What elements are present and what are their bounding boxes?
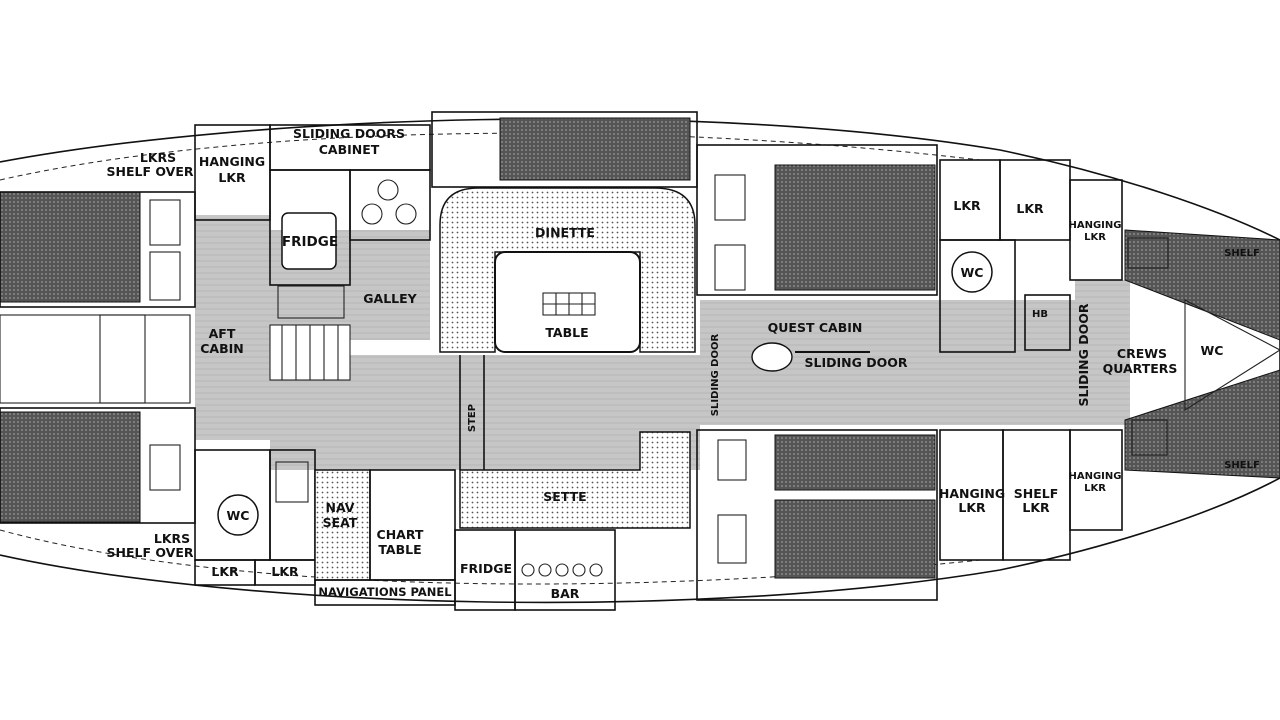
hb-label: HB bbox=[1032, 309, 1048, 320]
svg-text:HANGING: HANGING bbox=[1069, 220, 1122, 231]
guest-bunk-top bbox=[774, 164, 936, 291]
svg-text:LKR: LKR bbox=[1022, 500, 1050, 515]
wc-fwd-label: WC bbox=[961, 265, 984, 280]
shelf-top-label: SHELF bbox=[1224, 248, 1260, 259]
chart-table-line2: TABLE bbox=[378, 542, 421, 557]
top-bunk-dark bbox=[499, 117, 691, 181]
svg-text:LKR: LKR bbox=[958, 500, 986, 515]
sliding-door-guest-label: SLIDING DOOR bbox=[710, 334, 721, 417]
sliding-door-horizontal-label: SLIDING DOOR bbox=[805, 355, 908, 370]
svg-text:LKRS: LKRS bbox=[140, 150, 176, 165]
table-label: TABLE bbox=[545, 325, 588, 340]
shelf-bottom-label: SHELF bbox=[1224, 460, 1260, 471]
svg-text:QUARTERS: QUARTERS bbox=[1103, 361, 1178, 376]
svg-text:LKR: LKR bbox=[218, 170, 246, 185]
wc-bow-label: WC bbox=[1201, 343, 1224, 358]
guest-bunk-bottom-2 bbox=[774, 499, 936, 579]
svg-text:SHELF: SHELF bbox=[1014, 486, 1059, 501]
fridge-bar-label: FRIDGE bbox=[460, 561, 512, 576]
hanging-lkr-fwd-top-line2: LKR bbox=[1084, 232, 1106, 243]
svg-text:SHELF OVER: SHELF OVER bbox=[107, 164, 194, 179]
aft-bunk-starboard bbox=[0, 411, 141, 523]
sink-icon bbox=[277, 285, 345, 319]
navigations-panel-label: NAVIGATIONS PANEL bbox=[318, 585, 452, 599]
aft-cabin-floor bbox=[195, 215, 270, 440]
fwd-corridor-floor bbox=[940, 300, 1075, 425]
hanging-lkr-fwd-top-line1: HANGING bbox=[1069, 220, 1122, 231]
lkr-fwd-2-label: LKR bbox=[1016, 201, 1044, 216]
svg-text:HANGING: HANGING bbox=[199, 154, 265, 169]
svg-text:CABINET: CABINET bbox=[319, 142, 380, 157]
bar-label: BAR bbox=[551, 586, 580, 601]
hanging-lkr-aft-line2: LKR bbox=[218, 170, 246, 185]
fridge-box bbox=[281, 212, 337, 270]
lkrs-shelf-over-top-line1: LKRS bbox=[140, 150, 176, 165]
nav-seat-line2: SEAT bbox=[323, 515, 358, 530]
crews-quarters-line2: QUARTERS bbox=[1103, 361, 1178, 376]
sliding-doors-cabinet-line2: CABINET bbox=[319, 142, 380, 157]
svg-text:CABIN: CABIN bbox=[200, 341, 244, 356]
svg-text:HANGING: HANGING bbox=[939, 486, 1005, 501]
lkr-bottom-1-label: LKR bbox=[211, 564, 239, 579]
hanging-lkr-mid-bottom-line1: HANGING bbox=[939, 486, 1005, 501]
svg-text:SHELF OVER: SHELF OVER bbox=[107, 545, 194, 560]
guest-cabin-label: QUEST CABIN bbox=[768, 320, 863, 335]
svg-text:LKR: LKR bbox=[1084, 483, 1106, 494]
svg-text:SLIDING DOORS: SLIDING DOORS bbox=[293, 126, 405, 141]
lkrs-shelf-over-bottom-line2: SHELF OVER bbox=[107, 545, 194, 560]
svg-text:LKRS: LKRS bbox=[154, 531, 190, 546]
wc-aft-label: WC bbox=[227, 508, 250, 523]
dinette-label: DINETTE bbox=[535, 225, 595, 240]
lkr-fwd-1-label: LKR bbox=[953, 198, 981, 213]
step-label: STEP bbox=[467, 404, 478, 432]
stove-burner-icon bbox=[377, 179, 399, 201]
aft-cabin-line1: AFT bbox=[209, 326, 236, 341]
svg-text:AFT: AFT bbox=[209, 326, 236, 341]
aft-cabin-line2: CABIN bbox=[200, 341, 244, 356]
svg-text:CHART: CHART bbox=[377, 527, 424, 542]
shelf-lkr-line2: LKR bbox=[1022, 500, 1050, 515]
chart-table-line1: CHART bbox=[377, 527, 424, 542]
sliding-doors-cabinet-line1: SLIDING DOORS bbox=[293, 126, 405, 141]
hanging-lkr-fwd-bottom-line2: LKR bbox=[1084, 483, 1106, 494]
galley-label: GALLEY bbox=[363, 291, 417, 306]
guest-corridor-floor bbox=[700, 300, 940, 425]
hanging-lkr-mid-bottom-line2: LKR bbox=[958, 500, 986, 515]
svg-text:HANGING: HANGING bbox=[1069, 471, 1122, 482]
lkr-bottom-2-label: LKR bbox=[271, 564, 299, 579]
wc-fwd-bowl bbox=[951, 251, 993, 293]
sliding-door-crew-label: SLIDING DOOR bbox=[1076, 303, 1091, 406]
guest-bunk-bottom bbox=[774, 434, 936, 491]
svg-text:LKR: LKR bbox=[1084, 232, 1106, 243]
crew-floor bbox=[1075, 280, 1130, 425]
svg-text:CREWS: CREWS bbox=[1117, 346, 1167, 361]
sette-seat bbox=[459, 431, 691, 529]
aft-bunk-port bbox=[0, 191, 141, 303]
svg-text:NAV: NAV bbox=[326, 500, 355, 515]
dinette-seat bbox=[439, 187, 696, 353]
nav-seat-line1: NAV bbox=[326, 500, 355, 515]
crew-bunk-top bbox=[1124, 229, 1280, 341]
lkrs-shelf-over-bottom-line1: LKRS bbox=[154, 531, 190, 546]
lkrs-shelf-over-top-line2: SHELF OVER bbox=[107, 164, 194, 179]
shelf-lkr-line1: SHELF bbox=[1014, 486, 1059, 501]
sette-label: SETTE bbox=[543, 489, 586, 504]
svg-text:SEAT: SEAT bbox=[323, 515, 358, 530]
hanging-lkr-aft-line1: HANGING bbox=[199, 154, 265, 169]
wc-aft-bowl bbox=[217, 494, 259, 536]
crew-bunk-bottom bbox=[1124, 369, 1280, 479]
washbasin-oval bbox=[751, 342, 793, 372]
hanging-lkr-fwd-bottom-line1: HANGING bbox=[1069, 471, 1122, 482]
svg-text:TABLE: TABLE bbox=[378, 542, 421, 557]
fridge-galley-label: FRIDGE bbox=[282, 234, 338, 250]
crews-quarters-line1: CREWS bbox=[1117, 346, 1167, 361]
